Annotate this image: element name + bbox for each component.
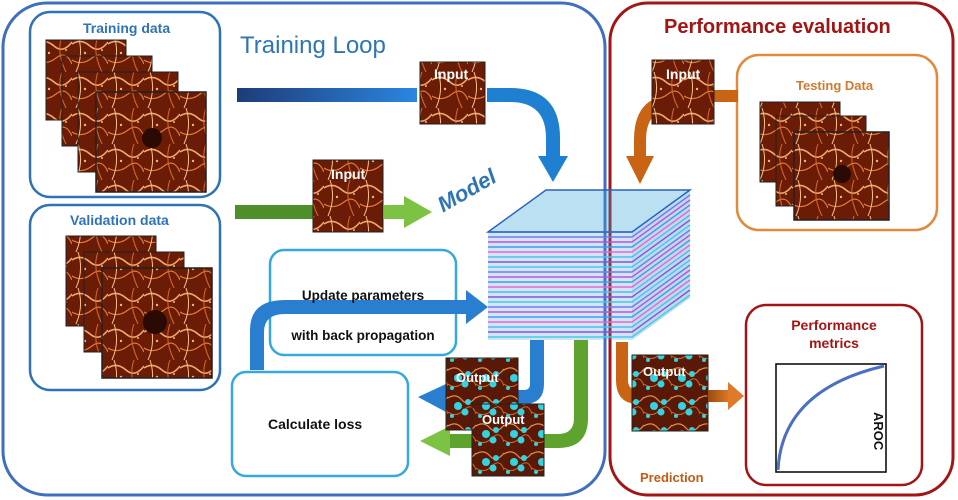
testing-input-label: Input (666, 66, 701, 82)
training-data-label: Training data (83, 20, 171, 36)
training-input-arrow-shaft (237, 88, 417, 102)
model-layer (488, 269, 691, 313)
aroc-label: AROC (871, 412, 886, 451)
performance-panel (608, 1, 955, 497)
prediction-arrow (616, 342, 638, 404)
model-layer (488, 294, 691, 338)
model-layer (488, 199, 691, 243)
metrics-arrow-head (728, 382, 744, 410)
validation-input-image (312, 159, 384, 233)
performance-metrics-line1: Performance (791, 317, 877, 333)
model-layer (488, 274, 691, 318)
training-loop-panel (1, 1, 607, 497)
backprop-arrow-head (466, 290, 488, 324)
model-layer (488, 264, 691, 308)
model-layer (488, 214, 691, 258)
calculate-loss-label: Calculate loss (268, 416, 363, 432)
training-input-label: Input (434, 66, 469, 82)
model-layer (488, 239, 691, 283)
model-layer (488, 284, 691, 328)
model-layer (488, 289, 691, 333)
output-label-1: Output (456, 370, 499, 385)
model-layer (488, 244, 691, 288)
model-layer (488, 249, 691, 293)
output-label-2: Output (482, 412, 525, 427)
roc-plot-frame (775, 363, 887, 473)
testing-arrow-shaft (712, 90, 738, 102)
prediction-label: Prediction (640, 470, 704, 485)
metrics-arrow-shaft (708, 390, 730, 402)
validation-input-label: Input (331, 166, 366, 182)
model-layer (488, 219, 691, 263)
update-parameters-label: Update parameters with back propagation (270, 276, 456, 356)
update-parameters-line2: with back propagation (291, 328, 435, 343)
prediction-output-label: Output (643, 364, 686, 379)
model-stack (485, 189, 693, 340)
testing-input-image (651, 59, 715, 125)
training-input-arrow-head (538, 156, 568, 182)
training-loop-title: Training Loop (240, 32, 386, 59)
performance-metrics-label: Performance metrics (746, 316, 922, 352)
model-layer (488, 229, 691, 273)
validation-image-fovea (143, 310, 167, 334)
training-image-fovea (142, 128, 162, 148)
output-blue-arrow-head (418, 384, 446, 412)
model-layer (488, 254, 691, 298)
performance-evaluation-title: Performance evaluation (664, 16, 891, 38)
output-green-arrow (450, 340, 588, 448)
training-input-image (419, 61, 486, 125)
training-input-arrow-bend (487, 88, 560, 158)
model-layer (488, 259, 691, 303)
model-layer (488, 194, 691, 238)
testing-image-fovea (833, 165, 851, 183)
model-layer (488, 279, 691, 323)
model-layer (488, 204, 691, 248)
validation-input-arrow-head (404, 196, 432, 228)
validation-input-arrow-shaft (235, 205, 313, 219)
performance-metrics-line2: metrics (809, 335, 859, 351)
model-layer (488, 209, 691, 253)
model-layer (488, 234, 691, 278)
output-green-arrow-head (420, 426, 450, 456)
testing-data-label: Testing Data (796, 78, 874, 93)
validation-data-label: Validation data (70, 212, 169, 228)
model-layer (488, 224, 691, 268)
testing-arrow-head (626, 156, 654, 184)
output-image-2 (471, 403, 545, 477)
roc-curve (776, 364, 885, 471)
backprop-arrow (250, 300, 470, 370)
calculate-loss-box (230, 370, 410, 478)
model-top-face (485, 189, 693, 233)
validation-input-arrow-shaft-2 (384, 205, 404, 219)
update-parameters-line1: Update parameters (301, 288, 425, 303)
